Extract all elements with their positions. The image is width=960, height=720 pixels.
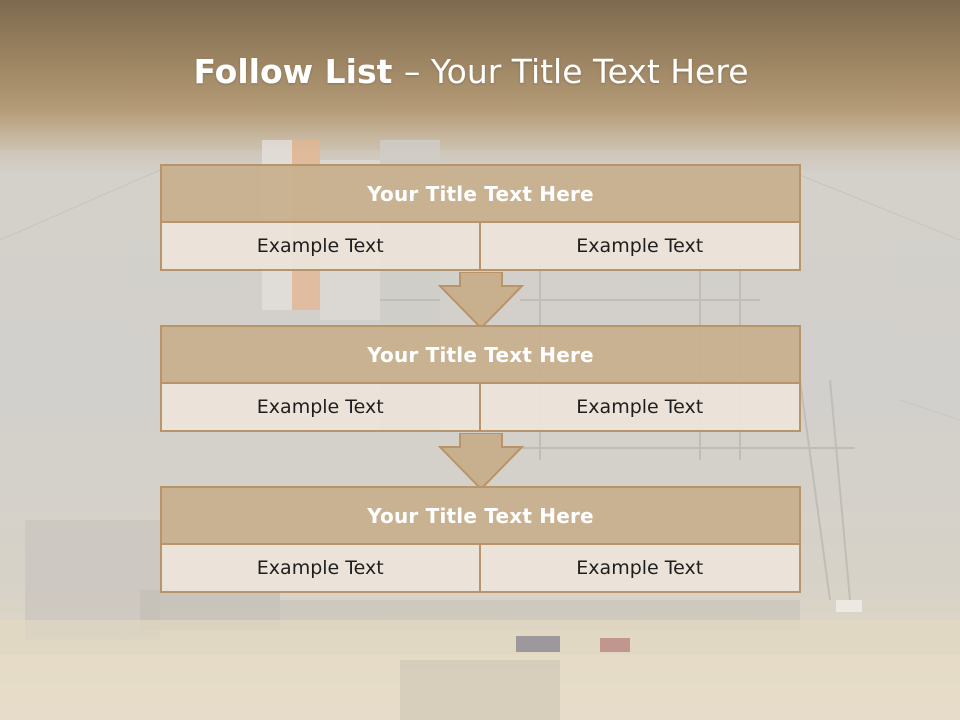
down-arrow-icon: [438, 433, 524, 491]
block-row: Example Text Example Text: [160, 382, 801, 432]
block-cell-right: Example Text: [480, 382, 801, 432]
block-cell-left: Example Text: [160, 221, 481, 271]
block-cell-right: Example Text: [480, 221, 801, 271]
block-row: Example Text Example Text: [160, 543, 801, 593]
list-block-2: Your Title Text Here Example Text Exampl…: [160, 325, 801, 433]
block-heading: Your Title Text Here: [160, 325, 801, 384]
block-cell-right: Example Text: [480, 543, 801, 593]
slide-title: Follow List – Your Title Text Here: [0, 52, 942, 91]
block-row: Example Text Example Text: [160, 221, 801, 271]
title-bold-part: Follow List: [193, 52, 404, 91]
list-block-3: Your Title Text Here Example Text Exampl…: [160, 486, 801, 594]
title-subtitle-part: – Your Title Text Here: [403, 52, 749, 91]
block-cell-left: Example Text: [160, 382, 481, 432]
block-cell-left: Example Text: [160, 543, 481, 593]
block-heading: Your Title Text Here: [160, 486, 801, 545]
list-block-1: Your Title Text Here Example Text Exampl…: [160, 164, 801, 272]
down-arrow-icon: [438, 272, 524, 330]
block-heading: Your Title Text Here: [160, 164, 801, 223]
